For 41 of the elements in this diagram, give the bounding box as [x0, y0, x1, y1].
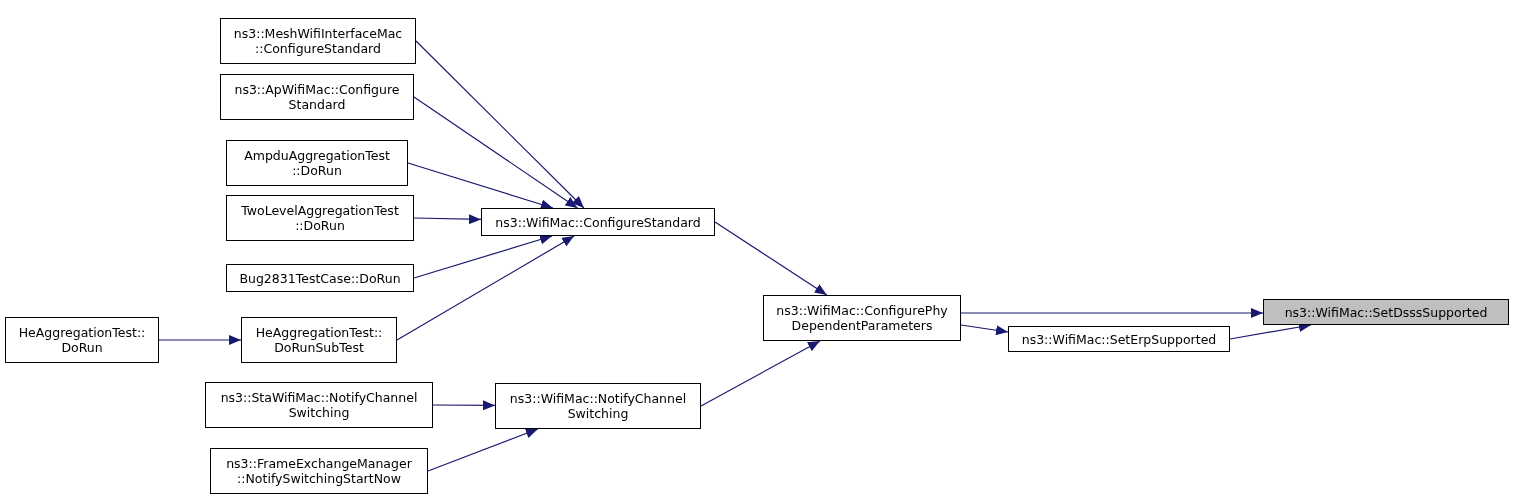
function-box: [5, 317, 159, 363]
function-name: HeAggregationTest:: DoRun: [17, 325, 147, 355]
function-box: [1263, 299, 1509, 325]
function-name: ns3::FrameExchangeManager ::NotifySwitchingStartNow: [225, 456, 413, 486]
arrow: [700, 340, 821, 407]
function-box: [220, 18, 416, 64]
function-box: [205, 382, 433, 428]
arrow: [396, 235, 575, 341]
arrow: [413, 234, 553, 279]
arrow: [427, 428, 539, 472]
function-box: [495, 383, 701, 429]
arrow: [415, 40, 585, 209]
function-name: ns3::WifiMac::SetErpSupported: [1021, 331, 1217, 347]
arrow: [413, 214, 482, 225]
function-name: ns3::WifiMac::NotifyChannel Switching: [508, 391, 688, 421]
arrow: [960, 324, 1009, 336]
arrow: [432, 400, 496, 411]
function-box: [481, 208, 715, 236]
arrow: [158, 335, 242, 345]
function-box: [210, 448, 428, 494]
function-name: HeAggregationTest:: DoRunSubTest: [254, 325, 384, 355]
function-name: TwoLevelAggregationTest ::DoRun: [240, 203, 400, 233]
function-name: Bug2831TestCase::DoRun: [239, 270, 401, 286]
arrow: [407, 162, 554, 210]
function-box: [226, 264, 414, 292]
function-name: ns3::WifiMac::ConfigurePhy DependentParameters: [775, 303, 949, 333]
function-name: ns3::StaWifiMac::NotifyChannel Switching: [219, 390, 419, 420]
function-box: [763, 295, 961, 341]
function-name: ns3::MeshWifiInterfaceMac ::ConfigureStandard: [232, 26, 404, 56]
function-name: ns3::WifiMac::SetDsssSupported: [1284, 304, 1488, 320]
function-box: [226, 140, 408, 186]
arrow: [714, 221, 828, 296]
function-box: [220, 74, 414, 120]
function-box: [1008, 326, 1230, 352]
function-box: [226, 195, 414, 241]
function-name: ns3::WifiMac::ConfigureStandard: [495, 214, 701, 230]
function-name: AmpduAggregationTest ::DoRun: [243, 148, 391, 178]
arrow: [413, 96, 578, 209]
arrow: [960, 308, 1264, 318]
function-box: [241, 317, 397, 363]
function-name: ns3::ApWifiMac::Configure Standard: [233, 82, 401, 112]
